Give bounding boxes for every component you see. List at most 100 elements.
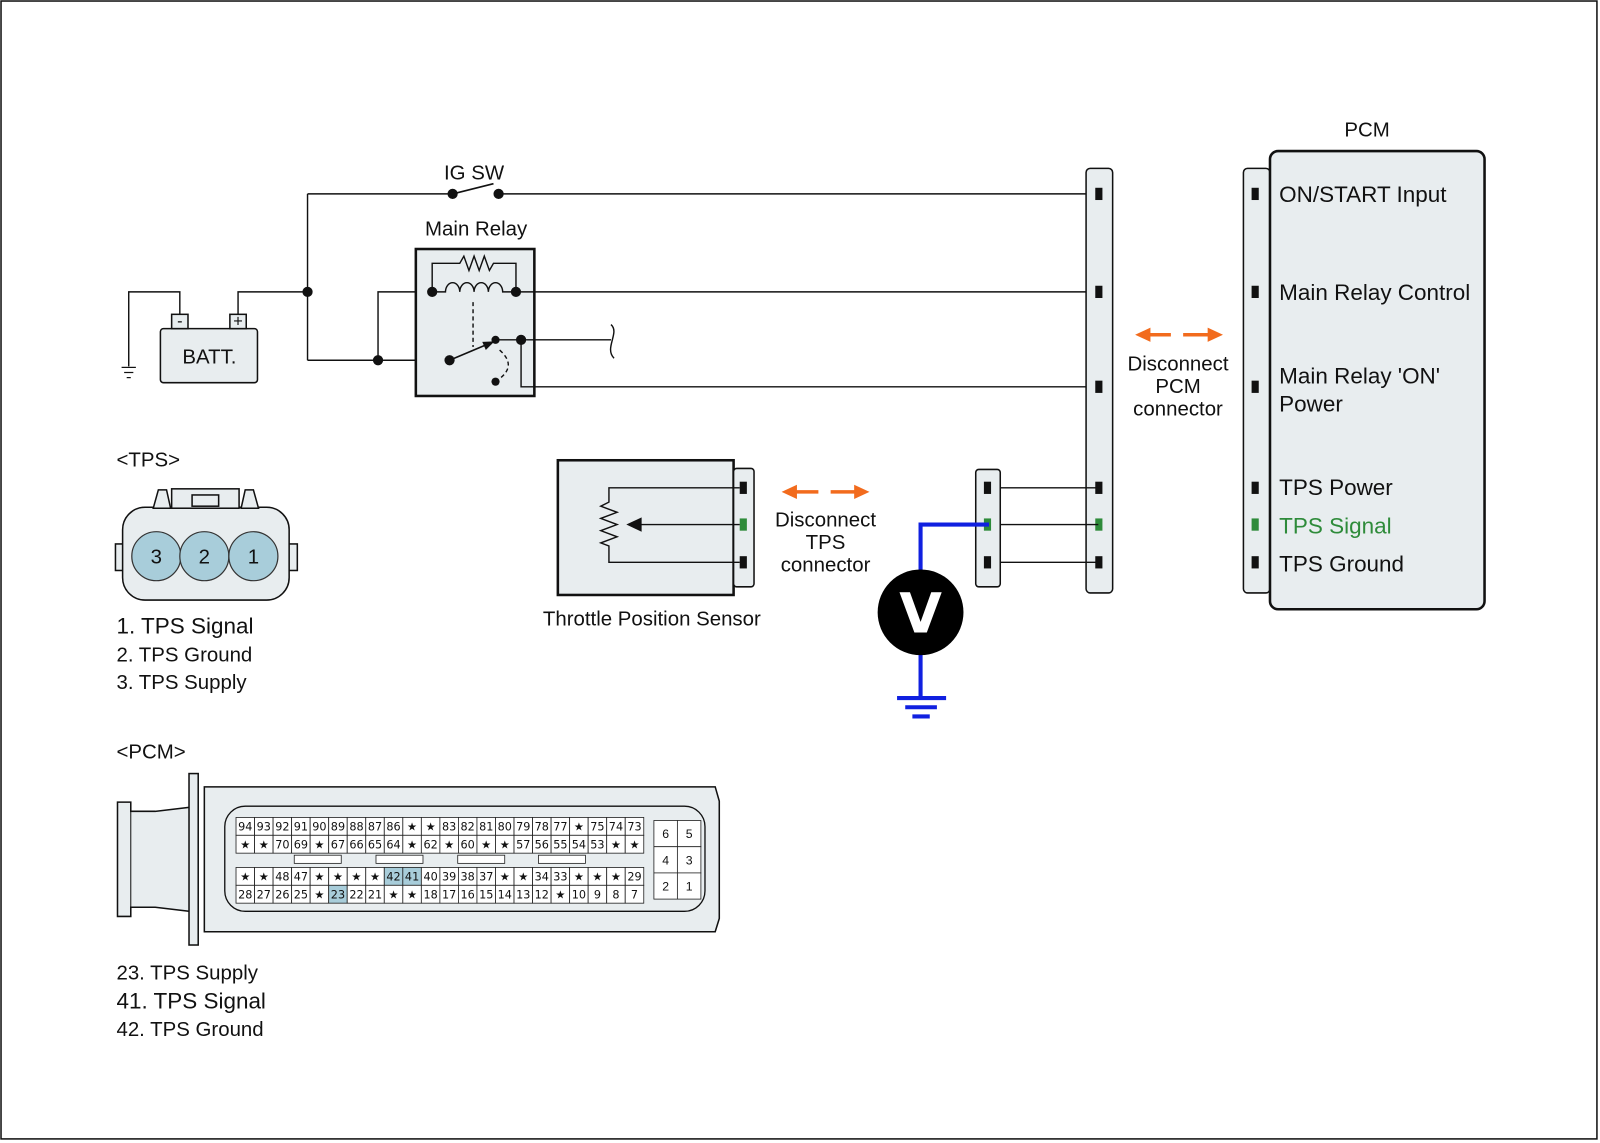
pcm-terminal-label: Power [1279,391,1343,416]
pcm-pin-label: 67 [331,839,345,852]
tps-pin [739,556,747,569]
pcm-pin-label: 7 [631,889,638,902]
relay-switch-arrow-icon [482,341,495,351]
battery-minus-symbol: - [177,313,182,331]
pcm-connector-key [538,854,586,864]
disconnect-tps-text: connector [781,555,871,577]
pcm-pin-label: 39 [442,871,456,884]
tps-pin-number: 1 [248,546,259,568]
battery-ground-wire [128,291,181,367]
pcm-pin-label: 14 [498,889,512,902]
pcm-pin-label: ★ [444,839,454,852]
disconnect-pcm-callout: Disconnect PCM connector [1128,327,1229,420]
pcm-pin-label: 53 [590,839,604,852]
pcm-pin-label: 9 [594,889,601,902]
battery-minus-terminal [170,313,189,330]
ig-switch-contact [447,188,458,200]
battery-body [159,327,259,384]
connector-pin [1095,187,1103,201]
pcm-connector-key [293,854,342,864]
connector-latch-window [191,494,220,507]
pcm-pin-label: ★ [555,889,565,902]
pcm-terminal-label: Main Relay Control [1279,280,1470,305]
pcm-aux-pin-label: 6 [662,827,669,841]
pcm-pin-label: 92 [275,821,289,834]
relay-coil-resistor [431,254,517,292]
pcm-pin-label: 64 [386,839,400,852]
pcm-pin-label: 17 [442,889,456,902]
pcm-aux-pin-label: 4 [662,853,669,867]
relay-switch-blade [449,343,489,362]
pcm-pin-label: 93 [257,821,271,834]
ig-switch-label: IG SW [444,163,505,185]
tps-legend-item: 2. TPS Ground [116,644,252,666]
pcm-connector-flange [188,772,199,946]
pcm-connector-title: <PCM> [116,741,185,763]
arrow-left-icon [781,484,797,500]
pcm-pin-label: 81 [479,821,493,834]
pcm-pin-label: ★ [629,839,639,852]
pcm-pin-label: ★ [407,821,417,834]
tps-pin [739,481,747,494]
arrow-right-icon [1207,327,1223,342]
pcm-terminal-label: Main Relay 'ON' [1279,364,1440,389]
tps-pin-number: 3 [151,546,162,568]
pcm-terminal-label-signal: TPS Signal [1279,514,1391,539]
main-relay-body [414,247,536,398]
main-relay-on-power-wire [520,339,1099,388]
arrow-left-icon [1135,327,1151,342]
connector-latch-hook [240,489,260,509]
battery-plus-terminal [229,313,247,330]
pcm-pin-label: 54 [572,839,586,852]
relay-switch-travel-arc [499,349,510,380]
pcm-terminal-label: ON/START Input [1279,182,1447,207]
pcm-pin [1251,380,1259,393]
tps-connector-face: <TPS> 3 2 1 1. TPS Signal 2. TPS Ground … [114,449,299,694]
pcm-pin-label: 56 [535,839,549,852]
pcm-pin-label: ★ [333,871,343,884]
pcm-pin-label: 22 [349,889,363,902]
pcm-pin-label: 12 [535,889,549,902]
connector-pin [1095,556,1103,569]
pcm-pin-label: 41 [405,871,419,884]
main-relay: Main Relay [414,219,536,398]
pcm-pin-label: 33 [553,871,567,884]
battery-label: BATT. [182,346,236,368]
pcm-pin-label: 42 [386,871,400,884]
battery: - + BATT. [121,291,308,384]
pcm-pin-label: ★ [351,871,361,884]
pcm-pin-label: ★ [500,839,510,852]
wire-break-icon [609,323,615,359]
pcm-pin-label: 74 [609,821,623,834]
pcm-pin-label: 62 [423,839,437,852]
pcm-pin-label: 47 [294,871,308,884]
ig-switch-contact [493,188,504,200]
pcm-pin-label: ★ [314,839,324,852]
pcm-pin-label: ★ [518,871,528,884]
pcm-pin-label: 66 [349,839,363,852]
pcm-pin-label: ★ [259,839,269,852]
connector-pin [983,481,992,494]
pcm-pin-label: 55 [553,839,567,852]
pcm-title: PCM [1344,120,1389,142]
pcm-connector-key [457,854,506,864]
pcm-legend-item: 41. TPS Signal [116,988,265,1013]
battery-plus-symbol: + [233,313,243,331]
tps-pin-signal [739,518,747,531]
pcm-pin-label: 94 [238,821,252,834]
pcm-aux-pin-label: 1 [686,880,693,894]
pcm-pin-label: 78 [535,821,549,834]
pcm-pin-label: 16 [461,889,475,902]
pcm-pin-label: 77 [553,821,567,834]
junction-dot [372,355,384,366]
pcm-pin-label: ★ [259,871,269,884]
tps-legend-item: 3. TPS Supply [116,672,247,694]
disconnect-tps-text: TPS [806,532,846,554]
pcm-body [1268,149,1486,611]
wiper-arrow-icon [626,517,642,532]
pcm-pin [1251,187,1259,201]
pcm-pin-label: 27 [257,889,271,902]
relay-coil-terminal [427,286,438,297]
